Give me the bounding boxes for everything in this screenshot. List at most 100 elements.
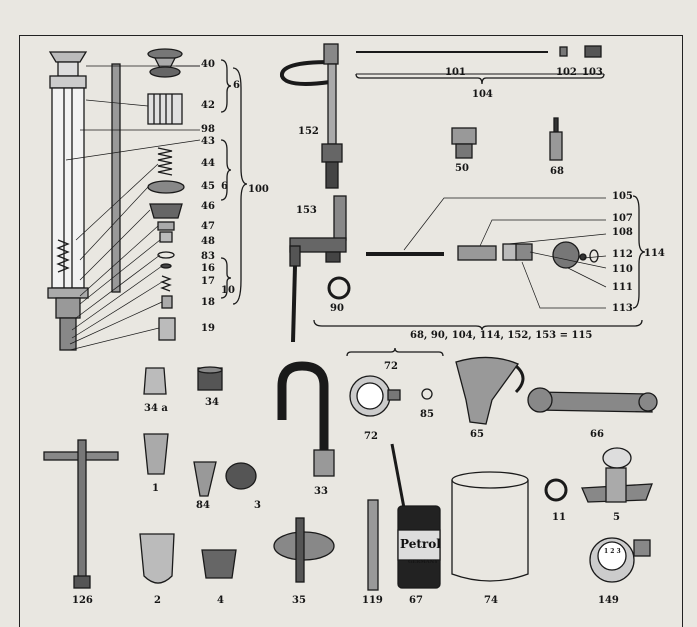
cup-4	[201, 549, 237, 579]
label-6-mid: 6	[221, 181, 228, 192]
label-98: 98	[201, 124, 215, 135]
wing-nut-5	[581, 447, 653, 503]
brace-114	[632, 195, 646, 309]
label-2: 2	[154, 595, 161, 606]
oil-can-67	[390, 443, 441, 589]
funnel-35	[273, 517, 335, 583]
label-110: 110	[612, 264, 633, 275]
washer-90	[327, 276, 351, 300]
label-101: 101	[445, 67, 466, 78]
label-42: 42	[201, 100, 215, 111]
strainer-2	[139, 533, 175, 584]
valve-68	[549, 117, 563, 161]
pump-rod-drawing	[111, 63, 121, 293]
label-43: 43	[201, 136, 215, 147]
tube-119	[367, 499, 379, 591]
label-34: 34	[205, 397, 219, 408]
label-3: 3	[254, 500, 261, 511]
cap-3	[225, 462, 257, 490]
t-wrench-126	[43, 439, 119, 589]
label-103: 103	[582, 67, 603, 78]
pump-part-42	[147, 93, 183, 125]
label-6-top: 6	[233, 80, 240, 91]
nut-34a	[143, 367, 167, 395]
label-18: 18	[201, 297, 215, 308]
label-83: 83	[201, 251, 215, 262]
label-90: 90	[330, 303, 344, 314]
label-100: 100	[248, 184, 269, 195]
braces-pump	[220, 59, 248, 305]
label-111: 111	[612, 282, 633, 293]
label-153: 153	[296, 205, 317, 216]
brace-104	[355, 73, 605, 85]
gauge-72	[349, 375, 401, 417]
ring-85	[421, 388, 433, 400]
ring-11	[544, 478, 568, 502]
label-67: 67	[409, 595, 423, 606]
pump-part-18-19	[158, 295, 176, 341]
gauge-scale-text: 1 2 3	[604, 548, 621, 555]
funnel-65	[455, 356, 525, 425]
fitting-50	[451, 127, 477, 159]
label-105: 105	[612, 191, 633, 202]
label-114: 114	[644, 248, 665, 259]
pump-part-44	[157, 147, 173, 176]
leader-lines	[65, 65, 201, 351]
label-35: 35	[292, 595, 306, 606]
label-84: 84	[196, 500, 210, 511]
label-45: 45	[201, 181, 215, 192]
label-108: 108	[612, 227, 633, 238]
label-126: 126	[72, 595, 93, 606]
label-47: 47	[201, 221, 215, 232]
pump-assembly-drawing	[47, 51, 89, 351]
pump-part-46	[149, 203, 183, 219]
label-113: 113	[612, 303, 633, 314]
label-19: 19	[201, 323, 215, 334]
label-48: 48	[201, 236, 215, 247]
label-104: 104	[472, 89, 493, 100]
label-85: 85	[420, 409, 434, 420]
rod-101	[356, 45, 602, 58]
label-149: 149	[598, 595, 619, 606]
label-68: 68	[550, 166, 564, 177]
label-112: 112	[612, 249, 633, 260]
label-72-top: 72	[384, 361, 398, 372]
label-102: 102	[556, 67, 577, 78]
spring-84	[193, 461, 217, 497]
pump-part-47-48	[157, 221, 175, 243]
pump-part-45	[147, 180, 185, 194]
clamp-152	[280, 43, 343, 189]
label-11: 11	[552, 512, 566, 523]
label-4: 4	[217, 595, 224, 606]
tap-153	[289, 195, 347, 343]
label-10: 10	[221, 285, 235, 296]
label-65: 65	[470, 429, 484, 440]
can-brand-text: Petrol	[400, 537, 441, 551]
label-107: 107	[612, 213, 633, 224]
leader-lines-right	[403, 197, 607, 309]
label-17: 17	[201, 276, 215, 287]
label-5: 5	[613, 512, 620, 523]
glass-74	[451, 471, 529, 582]
valve-parts-105-113	[366, 241, 599, 269]
label-72: 72	[364, 431, 378, 442]
label-119: 119	[362, 595, 383, 606]
label-1: 1	[152, 483, 159, 494]
gauge-149	[589, 537, 651, 583]
formula-115: 68, 90, 104, 114, 152, 153 = 115	[410, 330, 593, 341]
sheet-border	[19, 35, 683, 627]
brace-72	[346, 347, 444, 357]
pump-part-83-16-17	[157, 251, 175, 292]
can-country-text: GERMANY	[408, 559, 438, 565]
label-44: 44	[201, 158, 215, 169]
pump-part-40	[147, 48, 183, 78]
pipe-33	[277, 361, 335, 477]
brace-115	[313, 319, 643, 331]
label-74: 74	[484, 595, 498, 606]
label-33: 33	[314, 486, 328, 497]
cap-34	[197, 366, 223, 391]
label-46: 46	[201, 201, 215, 212]
wrench-66	[527, 387, 658, 413]
